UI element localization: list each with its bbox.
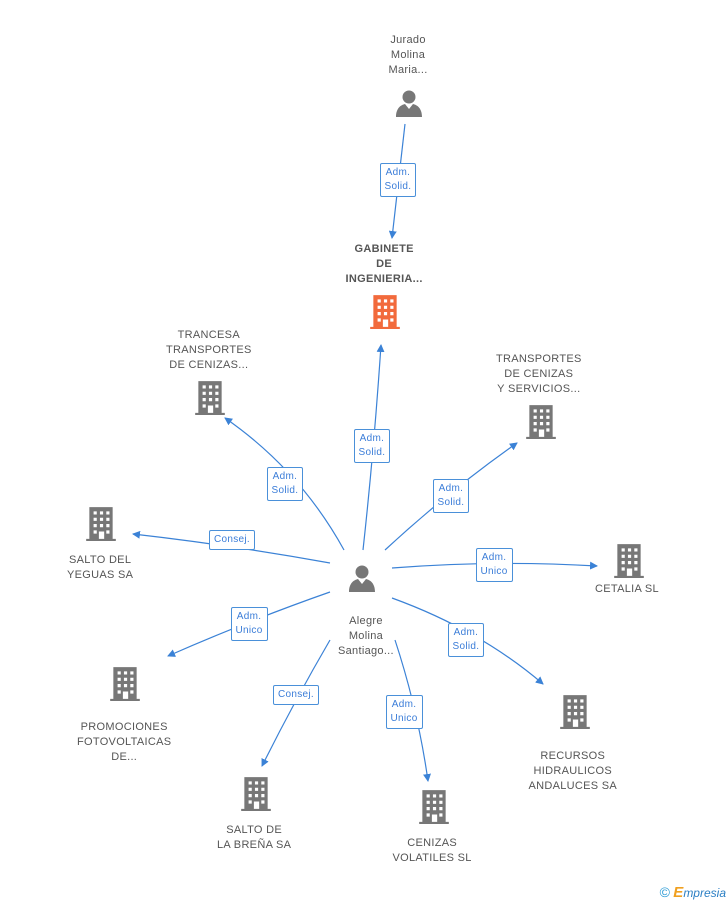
edge-role-text: Adm.: [453, 627, 479, 638]
edge-role-text: Solid.: [358, 447, 386, 458]
node-label-salto-brena[interactable]: SALTO DE LA BREÑA SA: [217, 823, 291, 853]
copyright-symbol: ©: [659, 884, 670, 900]
building-icon[interactable]: [110, 667, 140, 701]
node-label-transportes[interactable]: TRANSPORTES DE CENIZAS Y SERVICIOS...: [496, 352, 582, 397]
edge-role-tag[interactable]: Consej.: [273, 685, 320, 705]
edge-role-tag[interactable]: Adm. Unico: [475, 548, 513, 582]
node-label-line: FOTOVOLTAICAS: [77, 736, 172, 748]
node-label-line: Santiago...: [338, 645, 394, 657]
node-label-line: SALTO DEL: [69, 554, 132, 566]
node-label-line: CENIZAS: [407, 837, 457, 849]
node-label-line: LA BREÑA SA: [217, 839, 292, 851]
node-label-cetalia[interactable]: CETALIA SL: [595, 582, 659, 597]
edge-role-text: Unico: [480, 566, 508, 577]
node-label-line: Molina: [390, 48, 426, 61]
node-label-line: DE...: [111, 751, 138, 763]
node-label-line: Maria...: [388, 63, 428, 76]
node-label-salto-yeguas[interactable]: SALTO DEL YEGUAS SA: [67, 553, 133, 583]
building-icon[interactable]: [419, 790, 449, 824]
building-icon[interactable]: [526, 405, 556, 439]
edge-role-text: Solid.: [452, 641, 480, 652]
edge-role-tag[interactable]: Adm. Unico: [385, 695, 423, 729]
edge-role-text: Adm.: [272, 471, 298, 482]
edge-role-text: Adm.: [481, 552, 507, 563]
node-label-cenizas[interactable]: CENIZAS VOLATILES SL: [393, 836, 472, 866]
edge-role-text: Solid.: [271, 485, 299, 496]
person-icon[interactable]: [396, 90, 422, 118]
node-label-line: TRANSPORTES: [166, 343, 252, 356]
edge-role-tag[interactable]: Adm. Unico: [230, 607, 268, 641]
edge-role-tag[interactable]: Adm. Solid.: [447, 623, 485, 657]
node-label-line: RECURSOS: [540, 750, 606, 762]
edge-role-tag[interactable]: Adm. Solid.: [379, 163, 417, 197]
edge-role-text: Solid.: [437, 497, 465, 508]
edge-role-text: Adm.: [438, 483, 464, 494]
brand-name: mpresia: [683, 886, 726, 900]
node-label-line: VOLATILES SL: [392, 852, 472, 864]
node-label-line: ANDALUCES SA: [528, 780, 618, 792]
brand-initial: E: [673, 884, 684, 901]
edge-role-text: Adm.: [359, 433, 385, 444]
node-label-line: INGENIERIA...: [345, 272, 423, 285]
node-label-line: TRANSPORTES: [496, 352, 582, 365]
node-label-line: Molina: [348, 630, 384, 642]
building-icon[interactable]: [86, 507, 116, 541]
edge-role-text: Unico: [390, 713, 418, 724]
edge-role-text: Adm.: [236, 611, 262, 622]
edge-role-text: Adm.: [391, 699, 417, 710]
edge-role-tag[interactable]: Adm. Solid.: [353, 429, 391, 463]
node-label-line: DE CENIZAS...: [169, 358, 249, 371]
node-label-line: Alegre: [349, 615, 383, 627]
edge-role-tag[interactable]: Consej.: [209, 530, 256, 550]
node-label-line: DE CENIZAS: [504, 367, 574, 380]
node-label-recursos[interactable]: RECURSOS HIDRAULICOS ANDALUCES SA: [529, 749, 618, 794]
node-label-line: YEGUAS SA: [67, 569, 134, 581]
node-label-trancesa[interactable]: TRANCESA TRANSPORTES DE CENIZAS...: [166, 328, 252, 373]
node-label-gabinete[interactable]: GABINETE DE INGENIERIA...: [346, 242, 423, 287]
building-icon[interactable]: [370, 295, 400, 329]
node-label-line: HIDRAULICOS: [533, 765, 613, 777]
node-label-line: SALTO DE: [226, 824, 283, 836]
building-icon[interactable]: [614, 544, 644, 578]
node-label-line: DE: [376, 257, 393, 270]
person-icon[interactable]: [349, 565, 375, 593]
edge-role-tag[interactable]: Adm. Solid.: [266, 467, 304, 501]
empresia-watermark: © Empresia: [660, 884, 726, 901]
edge-role-text: Solid.: [384, 181, 412, 192]
building-icon[interactable]: [195, 381, 225, 415]
node-label-line: TRANCESA: [177, 328, 240, 341]
edge-role-text: Adm.: [385, 167, 411, 178]
edge-role-text: Unico: [235, 625, 263, 636]
building-icon[interactable]: [241, 777, 271, 811]
edge-role-text: Consej.: [214, 534, 251, 545]
building-icon[interactable]: [560, 695, 590, 729]
edge-role-text: Consej.: [278, 689, 315, 700]
edge-role-tag[interactable]: Adm. Solid.: [432, 479, 470, 513]
node-label-line: PROMOCIONES: [80, 721, 168, 733]
node-label-line: Y SERVICIOS...: [497, 382, 581, 395]
node-label-line: CETALIA SL: [595, 583, 659, 595]
node-label-line: Jurado: [390, 33, 426, 46]
node-label-promociones[interactable]: PROMOCIONES FOTOVOLTAICAS DE...: [77, 720, 171, 765]
node-label-line: GABINETE: [354, 242, 414, 255]
